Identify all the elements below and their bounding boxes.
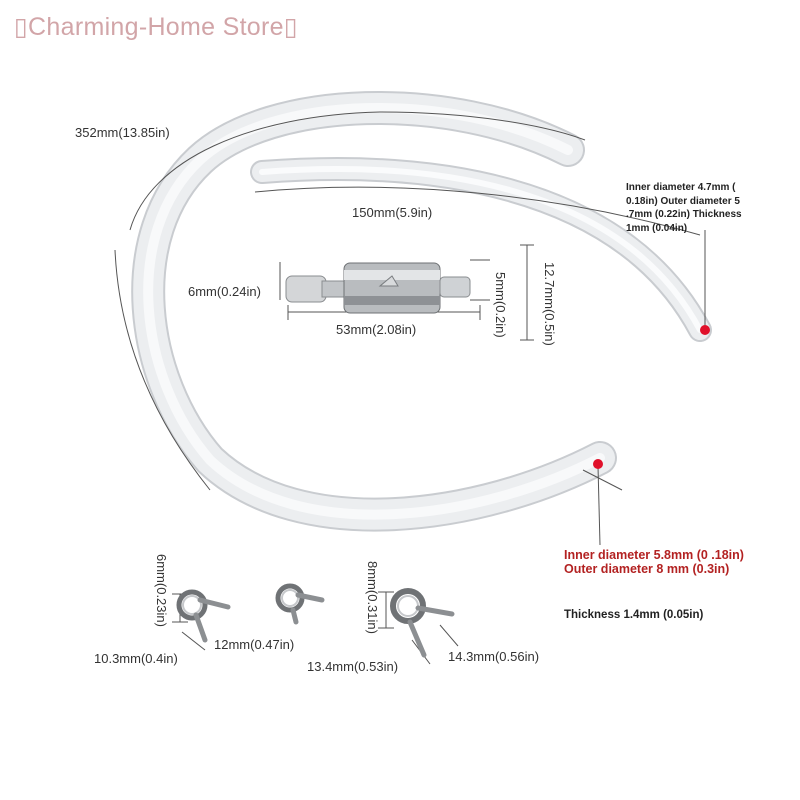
dimension-lines: [114, 111, 706, 665]
clip1-height-label: 6mm(0.23in): [154, 554, 169, 627]
filter-outlet-label: 5mm(0.2in): [493, 272, 508, 338]
small-tube-end-marker: [700, 325, 710, 335]
filter-length-label: 53mm(2.08in): [336, 322, 417, 337]
small-tube-spec: Inner diameter 4.7mm ( 0.18in) Outer dia…: [626, 182, 742, 234]
large-tube-end-marker: [593, 459, 603, 469]
clip3-height-label: 8mm(0.31in): [365, 561, 380, 634]
spring-clamp-large: [390, 588, 455, 658]
clip2-width-label: 12mm(0.47in): [214, 637, 295, 652]
store-title: ▯Charming-Home Store▯: [14, 13, 298, 41]
filter-inlet-label: 6mm(0.24in): [188, 284, 261, 299]
clip3-width-label: 13.4mm(0.53in): [307, 659, 399, 674]
clip3-span-label: 14.3mm(0.56in): [448, 649, 540, 664]
spring-clamp-medium: [275, 583, 325, 625]
clip1-width-label: 10.3mm(0.4in): [94, 651, 178, 666]
short-tube-length-label: 150mm(5.9in): [352, 205, 433, 220]
spring-clamp-small: [176, 589, 231, 643]
large-tube-spec: Inner diameter 5.8mm (0 .18in) Outer dia…: [564, 548, 744, 577]
long-tube-length-label: 352mm(13.85in): [75, 125, 170, 140]
short-tube: [250, 157, 712, 342]
fuel-filter: [285, 262, 471, 314]
large-tube-thickness: Thickness 1.4mm (0.05in): [564, 609, 704, 621]
long-tube: [131, 90, 617, 532]
filter-diameter-label: 12.7mm(0.5in): [542, 262, 557, 346]
